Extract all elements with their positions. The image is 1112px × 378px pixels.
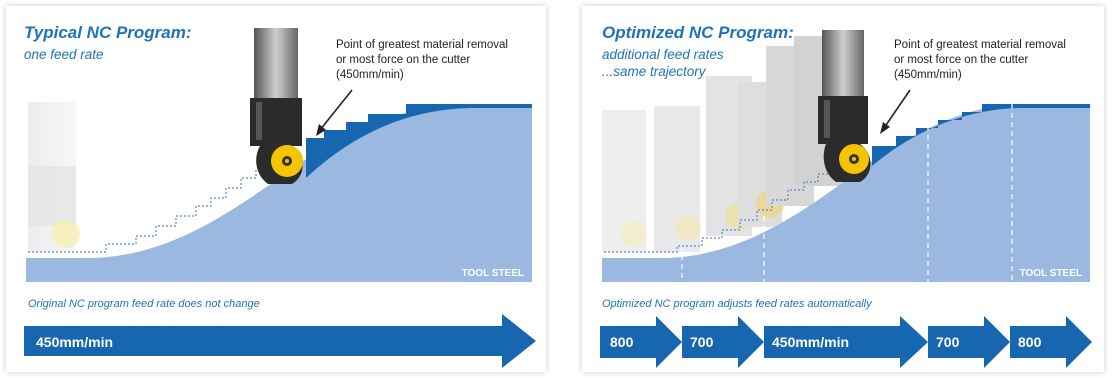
- feed-rate-label-1: 800: [610, 334, 634, 350]
- panel-title: Optimized NC Program:: [602, 23, 794, 42]
- feed-arrow-4: [928, 316, 1010, 368]
- material-label: TOOL STEEL: [1019, 268, 1082, 279]
- feed-rate-label-3: 450mm/min: [772, 334, 850, 350]
- tool-steel-block: [602, 104, 1090, 282]
- feed-arrow-2: [682, 316, 764, 368]
- tool-path: [604, 173, 828, 253]
- zone-dividers: [681, 104, 1013, 282]
- machining-scene: [26, 28, 532, 282]
- callout-text: Point of greatest material removal or mo…: [336, 39, 508, 81]
- remaining-stock: [306, 104, 532, 178]
- cutter-shank: [254, 28, 298, 98]
- feed-rate-label-2: 700: [690, 334, 714, 350]
- feed-rate-label-5: 800: [1018, 334, 1042, 350]
- feed-rate-label: 450mm/min: [36, 334, 114, 350]
- cutter-shank: [822, 30, 864, 96]
- panel-title: Typical NC Program:: [24, 23, 192, 42]
- panel-footer: Original NC program feed rate does not c…: [28, 298, 260, 310]
- typical-program-panel: Typical NC Program: one feed rate Point …: [6, 6, 546, 372]
- panel-subtitle: one feed rate: [24, 47, 104, 62]
- feed-arrow-1: [600, 316, 682, 368]
- tool-path: [28, 169, 268, 253]
- feed-arrow-3: [764, 316, 928, 368]
- material-label: TOOL STEEL: [461, 268, 524, 279]
- feed-arrow-5: [1010, 316, 1092, 368]
- feed-rate-label-4: 700: [936, 334, 960, 350]
- callout-arrow: [883, 89, 911, 129]
- panel-subtitle: additional feed rates ...same trajectory: [602, 47, 724, 79]
- callout-text: Point of greatest material removal or mo…: [894, 39, 1066, 81]
- optimized-program-panel: Optimized NC Program: additional feed ra…: [582, 6, 1104, 372]
- panel-footer: Optimized NC program adjusts feed rates …: [602, 298, 872, 310]
- tool-steel-block: [26, 104, 532, 282]
- callout-arrow: [319, 89, 353, 131]
- feed-arrow: [24, 314, 536, 368]
- machining-scene: [602, 30, 1090, 282]
